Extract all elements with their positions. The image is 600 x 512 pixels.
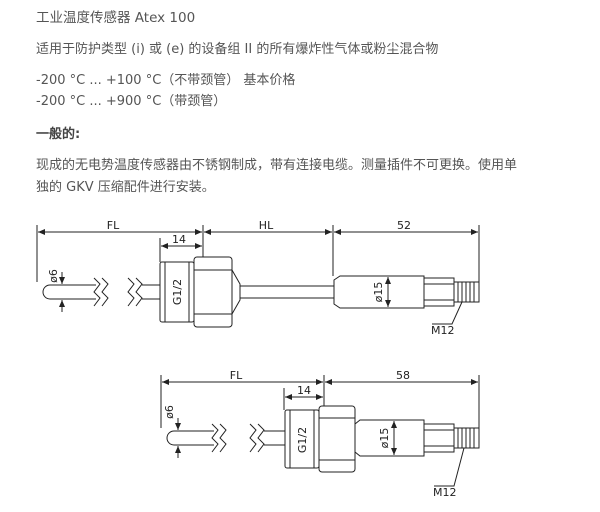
bottom-connector-label: M12	[433, 486, 457, 499]
general-heading: 一般的:	[36, 127, 81, 142]
bottom-body-diameter: ø15	[378, 428, 391, 449]
drawing-top-labels: FL HL 52 14 ø6 G1/2 ø15 M12	[47, 219, 455, 337]
range-with-neck: -200 °C ... +900 °C（带颈管）	[36, 94, 227, 109]
drawing-top	[36, 225, 480, 328]
top-dim-fl: FL	[107, 219, 120, 232]
bottom-tube-diameter: ø6	[163, 405, 176, 419]
description-line-1: 现成的无电势温度传感器由不锈钢制成，带有连接电缆。测量插件不可更换。使用单	[36, 158, 518, 173]
range-without-neck: -200 °C ... +100 °C（不带颈管） 基本价格	[36, 73, 296, 88]
bottom-dim-fitting: 14	[297, 384, 311, 397]
product-title: 工业温度传感器 Atex 100	[36, 10, 196, 26]
top-connector-label: M12	[431, 324, 455, 337]
drawing-bottom	[160, 375, 480, 487]
bottom-dim-right: 58	[396, 369, 410, 382]
top-dim-fitting: 14	[172, 233, 186, 246]
top-body-diameter: ø15	[372, 282, 385, 303]
top-thread-label: G1/2	[171, 279, 184, 305]
drawing-bottom-labels: FL 58 14 ø6 G1/2 ø15 M12	[163, 369, 457, 499]
bottom-dim-fl: FL	[230, 369, 243, 382]
bottom-thread-label: G1/2	[296, 427, 309, 453]
top-dim-hl: HL	[259, 219, 274, 232]
application-text: 适用于防护类型 (i) 或 (e) 的设备组 II 的所有爆炸性气体或粉尘混合物	[36, 42, 439, 57]
top-dim-right: 52	[397, 219, 411, 232]
top-tube-diameter: ø6	[47, 269, 60, 283]
description-line-2: 独的 GKV 压缩配件进行安装。	[36, 180, 215, 195]
